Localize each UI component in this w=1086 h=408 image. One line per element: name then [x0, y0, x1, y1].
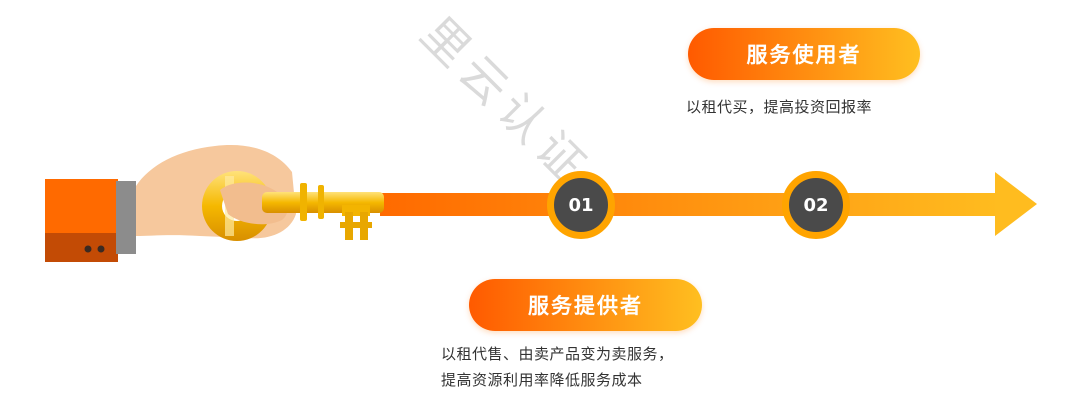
- service-provider-description-line-2: 提高资源利用率降低服务成本: [441, 371, 643, 389]
- hand-holding-key-icon: [45, 145, 384, 262]
- service-user-description: 以租代买，提高投资回报率: [686, 98, 873, 116]
- service-user-title: 服务使用者: [688, 28, 920, 80]
- service-provider-description-line-1: 以租代售、由卖产品变为卖服务，: [441, 345, 674, 363]
- service-provider-description: 以租代售、由卖产品变为卖服务， 提高资源利用率降低服务成本: [441, 341, 741, 393]
- step-node-01: 01: [547, 171, 615, 239]
- service-provider-title: 服务提供者: [469, 279, 702, 331]
- arrow-right-icon: [380, 172, 1037, 236]
- step-node-02: 02: [782, 171, 850, 239]
